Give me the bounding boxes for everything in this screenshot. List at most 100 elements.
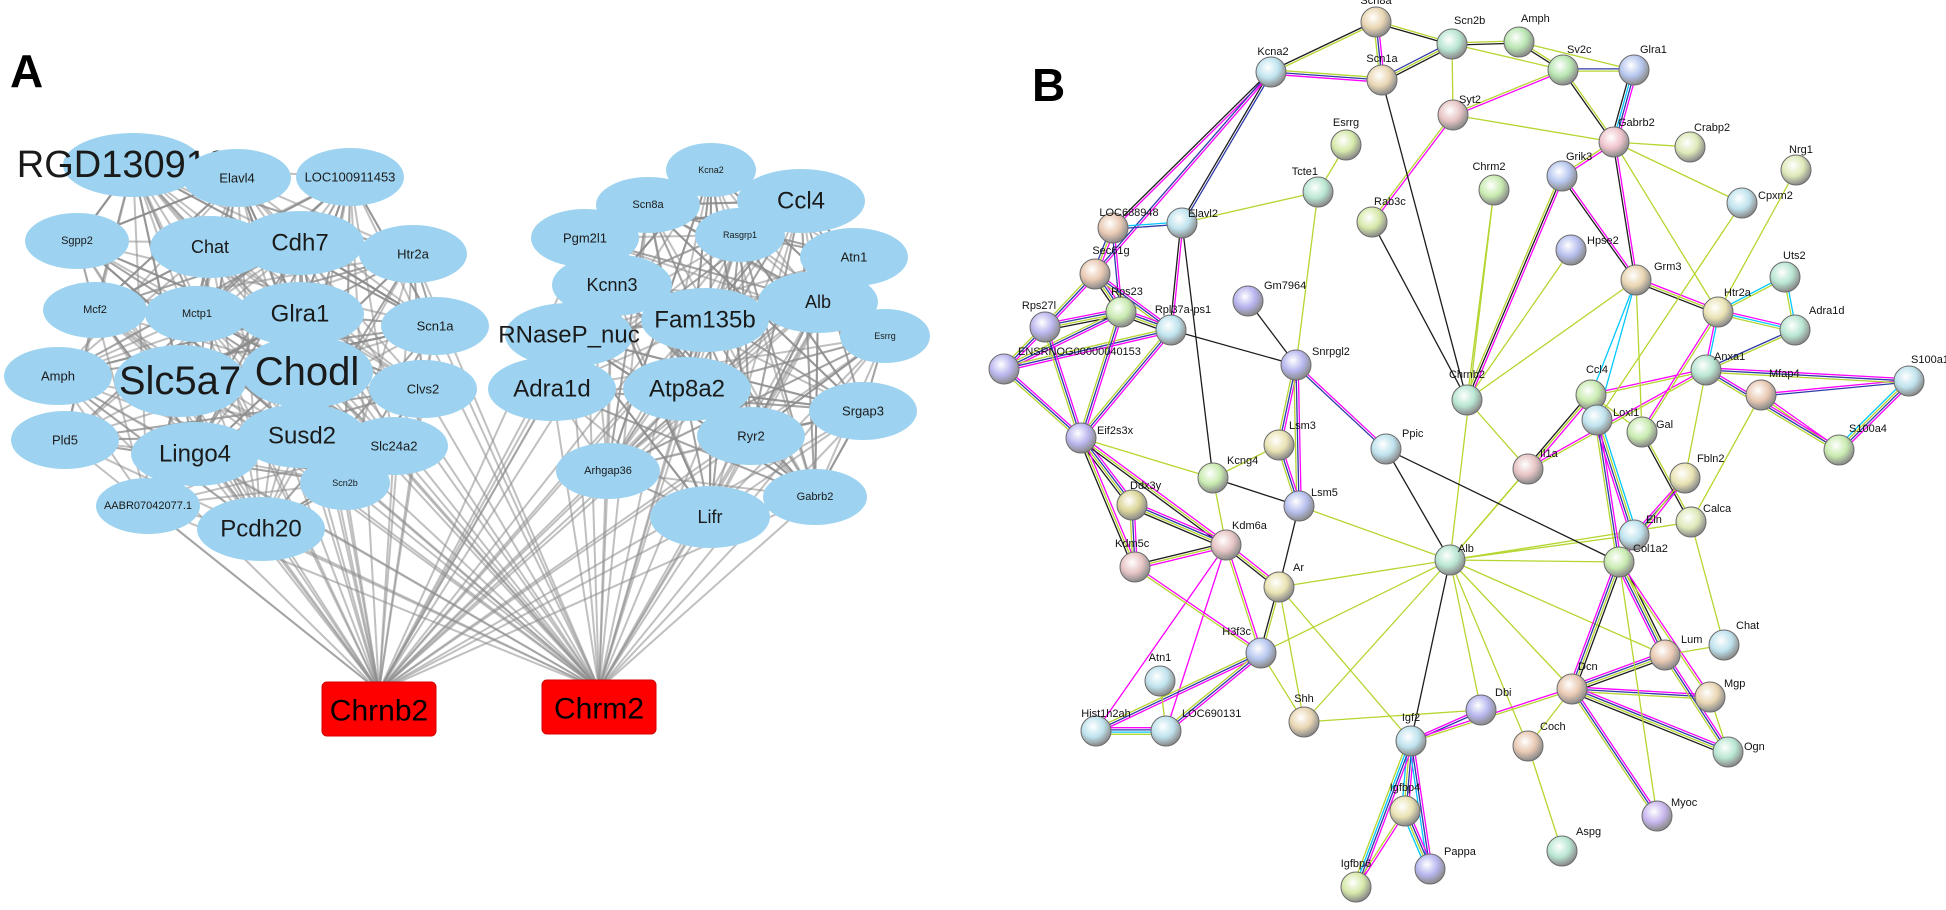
target-box-chrm2[interactable]: Chrm2: [541, 679, 657, 735]
node-mfap4[interactable]: Mfap4: [1745, 368, 1800, 411]
node-srgap3[interactable]: Srgap3: [809, 382, 917, 440]
node-s100a10[interactable]: S100a10: [1893, 354, 1946, 397]
node-crabp2[interactable]: Crabp2: [1674, 122, 1730, 163]
node-snrpgl2[interactable]: Snrpgl2: [1280, 346, 1350, 381]
node-loxl1[interactable]: Loxl1: [1581, 404, 1639, 436]
node-gabrb2[interactable]: Gabrb2: [1598, 117, 1655, 158]
node-grik3[interactable]: Grik3: [1546, 151, 1592, 192]
node-esrrg[interactable]: Esrrg: [840, 309, 930, 363]
node-col1a2[interactable]: Col1a2: [1603, 543, 1668, 578]
node-chrnb2[interactable]: Chrnb2: [1449, 369, 1485, 416]
node-elavl4[interactable]: Elavl4: [183, 149, 291, 207]
node-lifr[interactable]: Lifr: [650, 486, 770, 548]
node-fam135b[interactable]: Fam135b: [641, 288, 769, 352]
node-scn2b[interactable]: Scn2b: [1436, 15, 1485, 60]
node-atp8a2[interactable]: Atp8a2: [623, 357, 751, 421]
node-alb[interactable]: Alb: [758, 271, 878, 333]
node-htr2a[interactable]: Htr2a: [359, 225, 467, 283]
node-tcte1[interactable]: Tcte1: [1292, 166, 1334, 208]
node-kcna2[interactable]: Kcna2: [666, 143, 756, 197]
node-s100a4[interactable]: S100a4: [1823, 423, 1887, 466]
node-cdh7[interactable]: Cdh7: [236, 211, 364, 275]
node-rnasep-nuc[interactable]: RNaseP_nuc: [498, 303, 640, 367]
node-igfbp6[interactable]: Igfbp6: [1340, 858, 1372, 903]
node-ogn[interactable]: Ogn: [1712, 736, 1765, 768]
node-clvs2[interactable]: Clvs2: [369, 360, 477, 418]
node-glra1[interactable]: Glra1: [236, 282, 364, 346]
node-kdm6a[interactable]: Kdm6a: [1210, 520, 1268, 561]
node-sgpp2[interactable]: Sgpp2: [25, 213, 129, 269]
node-aspg[interactable]: Aspg: [1546, 826, 1601, 867]
node-chrm2[interactable]: Chrm2: [1472, 161, 1510, 206]
node-lsm3[interactable]: Lsm3: [1263, 420, 1316, 461]
node-aabr07042077-1[interactable]: AABR07042077.1: [96, 478, 200, 534]
node-arhgap36[interactable]: Arhgap36: [556, 443, 660, 499]
node-kcng4[interactable]: Kcng4: [1197, 455, 1258, 494]
node-dcn[interactable]: Dcn: [1556, 661, 1598, 705]
node-h3f3c[interactable]: H3f3c: [1222, 626, 1277, 669]
node-hpse2[interactable]: Hpse2: [1555, 234, 1619, 266]
node-chat[interactable]: Chat: [150, 216, 270, 278]
node-chodl[interactable]: Chodl: [241, 336, 373, 408]
node-myoc[interactable]: Myoc: [1641, 797, 1698, 832]
node-ensrnog00000040153[interactable]: ENSRNOG00000040153: [988, 346, 1141, 385]
node-mcf2[interactable]: Mcf2: [43, 282, 147, 338]
node-loc688948[interactable]: LOC688948: [1097, 207, 1159, 244]
node-loc690131[interactable]: LOC690131: [1150, 708, 1241, 747]
node-kdm5c[interactable]: Kdm5c: [1115, 538, 1151, 583]
node-pcdh20[interactable]: Pcdh20: [197, 497, 325, 561]
node-chat[interactable]: Chat: [1708, 620, 1759, 661]
node-nrg1[interactable]: Nrg1: [1780, 144, 1813, 186]
node-il1a[interactable]: Il1a: [1512, 448, 1559, 485]
node-uts2[interactable]: Uts2: [1769, 250, 1806, 293]
node-slc5a7[interactable]: Slc5a7: [114, 345, 246, 417]
node-syt2[interactable]: Syt2: [1437, 94, 1481, 131]
node-scn2b[interactable]: Scn2b: [300, 456, 390, 510]
node-eln[interactable]: Eln: [1618, 514, 1662, 551]
node-loc100911453[interactable]: LOC100911453: [296, 148, 404, 206]
node-mctp1[interactable]: Mctp1: [145, 286, 249, 342]
node-rasgrp1[interactable]: Rasgrp1: [695, 208, 785, 262]
node-gal[interactable]: Gal: [1626, 416, 1673, 448]
node-adra1d[interactable]: Adra1d: [488, 357, 616, 421]
node-lingo4[interactable]: Lingo4: [131, 422, 259, 486]
node-scn1a[interactable]: Scn1a: [381, 297, 489, 355]
node-mgp[interactable]: Mgp: [1694, 678, 1745, 713]
node-amph[interactable]: Amph: [4, 347, 112, 405]
node-scn1a[interactable]: Scn1a: [1366, 53, 1398, 96]
node-ppic[interactable]: Ppic: [1370, 428, 1424, 465]
node-rgd1309108[interactable]: RGD1309108: [17, 133, 249, 197]
node-calca[interactable]: Calca: [1675, 503, 1732, 538]
node-grm3[interactable]: Grm3: [1620, 261, 1682, 296]
node-adra1d[interactable]: Adra1d: [1779, 305, 1844, 346]
node-kcnn3[interactable]: Kcnn3: [552, 254, 672, 316]
node-ryr2[interactable]: Ryr2: [697, 407, 805, 465]
node-esrrg[interactable]: Esrrg: [1330, 117, 1362, 161]
node-ddx3y[interactable]: Ddx3y: [1116, 480, 1162, 521]
node-amph[interactable]: Amph: [1503, 13, 1550, 58]
node-susd2[interactable]: Susd2: [238, 404, 366, 468]
node-eif2s3x[interactable]: Eif2s3x: [1065, 422, 1134, 454]
node-sec61g[interactable]: Sec61g: [1079, 245, 1130, 290]
node-pld5[interactable]: Pld5: [11, 411, 119, 469]
node-pgm2l1[interactable]: Pgm2l1: [531, 209, 639, 267]
node-fbln2[interactable]: Fbln2: [1669, 453, 1725, 494]
node-kcna2[interactable]: Kcna2: [1255, 46, 1289, 88]
node-atn1[interactable]: Atn1: [1144, 652, 1176, 697]
node-rps23[interactable]: Rps23: [1105, 286, 1143, 328]
node-gm7964[interactable]: Gm7964: [1232, 280, 1306, 317]
node-shh[interactable]: Shh: [1288, 693, 1320, 738]
node-pappa[interactable]: Pappa: [1414, 846, 1477, 885]
node-hist1h2ah[interactable]: Hist1h2ah: [1080, 708, 1131, 747]
node-cpxm2[interactable]: Cpxm2: [1726, 187, 1793, 219]
node-alb[interactable]: Alb: [1434, 543, 1474, 576]
node-sv2c[interactable]: Sv2c: [1547, 44, 1592, 86]
node-htr2a[interactable]: Htr2a: [1702, 287, 1752, 328]
node-gabrb2[interactable]: Gabrb2: [763, 469, 867, 525]
node-lum[interactable]: Lum: [1649, 634, 1702, 671]
node-lsm5[interactable]: Lsm5: [1283, 487, 1338, 522]
node-igfbp4[interactable]: Igfbp4: [1389, 782, 1421, 827]
node-anxa1[interactable]: Anxa1: [1690, 351, 1745, 386]
node-coch[interactable]: Coch: [1512, 721, 1566, 762]
node-glra1[interactable]: Glra1: [1618, 44, 1667, 86]
